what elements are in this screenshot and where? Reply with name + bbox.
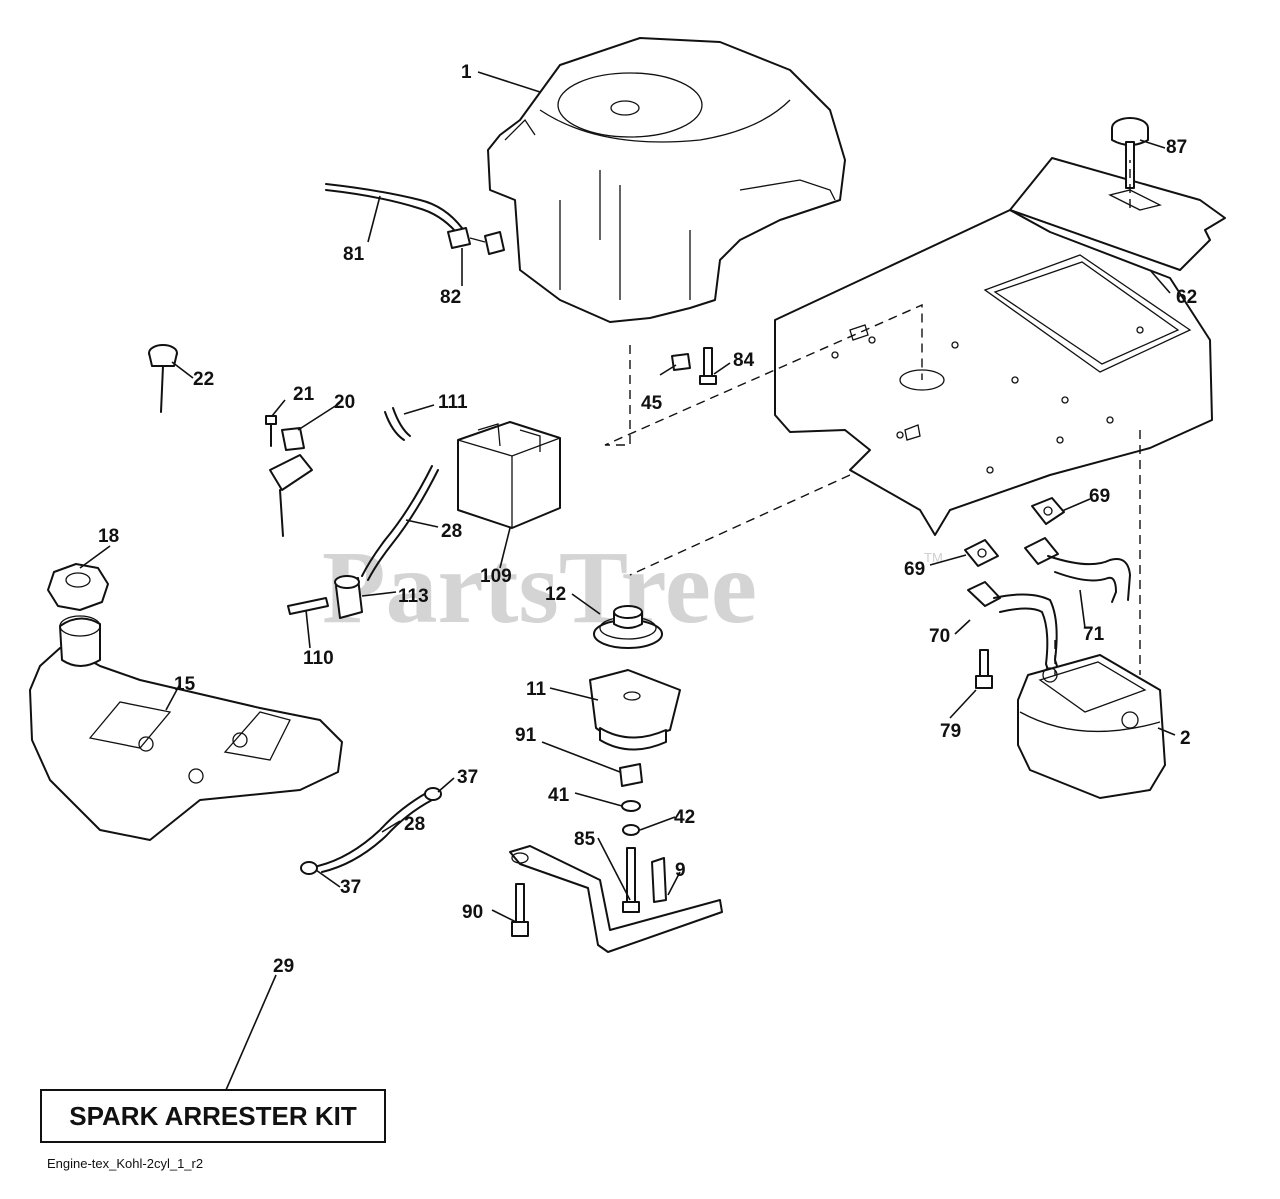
callout-11: 11 xyxy=(526,679,547,700)
callout-29: 29 xyxy=(273,956,294,977)
callout-84: 84 xyxy=(733,350,755,371)
fitting-82[interactable] xyxy=(447,227,505,255)
callout-12: 12 xyxy=(545,584,566,605)
callout-91: 91 xyxy=(515,725,537,746)
pto-clutch-11[interactable] xyxy=(589,669,681,751)
callout-71: 71 xyxy=(1083,624,1105,645)
bolt-85[interactable] xyxy=(622,847,640,913)
pulley-12[interactable] xyxy=(593,605,663,649)
callout-41: 41 xyxy=(548,785,570,806)
frame-chassis[interactable] xyxy=(774,209,1213,536)
callout-82: 82 xyxy=(440,287,461,308)
callout-9: 9 xyxy=(675,860,686,881)
fuel-line-28-lower[interactable] xyxy=(317,791,433,873)
callout-113: 113 xyxy=(398,586,429,607)
hose-clamp-37-lower[interactable] xyxy=(300,861,318,875)
hose-clamp-37-upper[interactable] xyxy=(424,787,442,801)
fuel-tank-15[interactable] xyxy=(29,615,343,841)
fuel-line-28-upper[interactable] xyxy=(361,465,439,581)
exhaust-pipe-71[interactable] xyxy=(1047,555,1131,603)
callout-87: 87 xyxy=(1166,137,1187,158)
spark-arrester-kit-label: SPARK ARRESTER KIT xyxy=(69,1101,357,1131)
callout-37-lower: 37 xyxy=(340,877,361,898)
callout-37-upper: 37 xyxy=(457,767,478,788)
bolt-84[interactable] xyxy=(699,347,717,385)
bolt-90[interactable] xyxy=(511,883,529,937)
callout-1: 1 xyxy=(461,62,472,83)
callout-70: 70 xyxy=(929,626,950,647)
fuel-pump-109[interactable] xyxy=(457,421,561,529)
gasket-69-upper[interactable] xyxy=(1031,497,1065,525)
muffler-2[interactable] xyxy=(1017,654,1166,799)
nut-45[interactable] xyxy=(671,353,691,371)
callout-81: 81 xyxy=(343,244,365,265)
watermark-trademark: TM xyxy=(924,550,943,565)
gasket-69-lower[interactable] xyxy=(964,537,1059,567)
screw-21[interactable] xyxy=(265,415,277,447)
fuel-cap-valve-22[interactable] xyxy=(148,344,178,413)
callout-18: 18 xyxy=(98,526,119,547)
fuel-hose-81[interactable] xyxy=(325,183,463,233)
callout-110: 110 xyxy=(303,648,334,669)
fuel-filter-113[interactable] xyxy=(334,575,363,619)
exhaust-pipe-70[interactable] xyxy=(967,581,1061,677)
washer-42[interactable] xyxy=(622,824,640,836)
callout-28-upper: 28 xyxy=(441,521,462,542)
callout-69-lower: 69 xyxy=(904,559,925,580)
callout-62: 62 xyxy=(1176,287,1197,308)
callout-111: 111 xyxy=(438,392,468,413)
bracket-9[interactable] xyxy=(509,845,723,953)
spacer-91[interactable] xyxy=(619,763,643,787)
fitting-110[interactable] xyxy=(287,597,329,615)
washer-41[interactable] xyxy=(621,800,641,812)
callout-28-lower: 28 xyxy=(404,814,425,835)
bolt-79[interactable] xyxy=(975,649,993,689)
callout-42: 42 xyxy=(674,807,695,828)
callout-85: 85 xyxy=(574,829,596,850)
callout-2: 2 xyxy=(1180,728,1191,749)
spark-arrester-kit-box[interactable] xyxy=(40,1089,386,1143)
callout-15: 15 xyxy=(174,674,196,695)
fuel-cap-18[interactable] xyxy=(47,563,109,611)
callout-69-upper: 69 xyxy=(1089,486,1110,507)
callout-109: 109 xyxy=(480,566,512,587)
callout-79: 79 xyxy=(940,721,961,742)
hose-111[interactable] xyxy=(384,407,411,441)
watermark-text: PartsTree xyxy=(322,530,757,645)
callout-20: 20 xyxy=(334,392,355,413)
fuel-valve-20[interactable] xyxy=(269,427,313,537)
callout-21: 21 xyxy=(293,384,315,405)
diagram-code: Engine-tex_Kohl-2cyl_1_r2 xyxy=(47,1156,203,1171)
callout-90: 90 xyxy=(462,902,483,923)
engine-part[interactable] xyxy=(487,37,846,323)
callout-22: 22 xyxy=(193,369,214,390)
callout-45: 45 xyxy=(641,393,663,414)
